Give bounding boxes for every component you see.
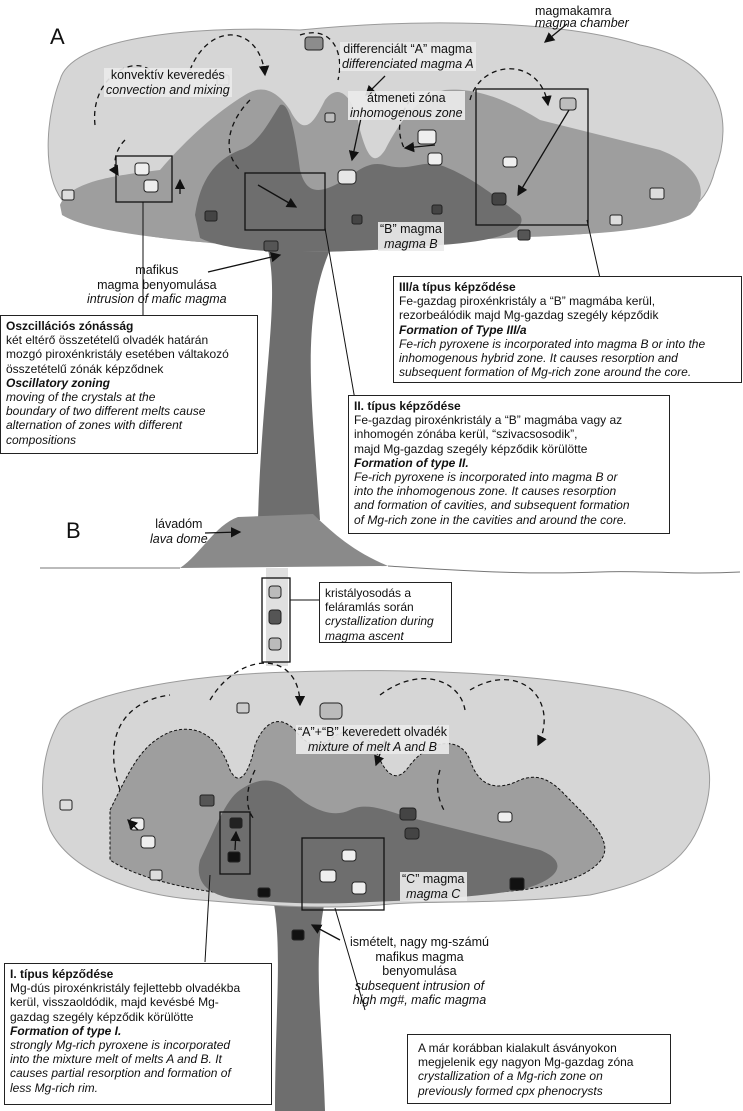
mafic-label-hu2: magma benyomulása [97, 277, 217, 292]
ascent-en2: magma ascent [325, 628, 404, 643]
repeated-intrusion-label: ismételt, nagy mg-számú mafikus magma be… [350, 935, 489, 1008]
dark-magma-b [198, 780, 558, 904]
repeated-l3: benyomulása [382, 964, 457, 978]
type3a-box [475, 88, 589, 226]
magma-c-label-en: magma C [406, 886, 461, 901]
convection-label-hu: konvektív keveredés [110, 68, 225, 82]
oscillatory-line1: két eltérő összetételű olvadék határán [6, 333, 209, 348]
convection-label: konvektív keveredés convection and mixin… [104, 68, 232, 97]
oscillatory-title-hu: Oszcillációs zónásság [6, 319, 134, 333]
mafic-intrusion-label: mafikus magma benyomulása intrusion of m… [87, 263, 227, 307]
panel-b-chamber [40, 514, 741, 1111]
type3a-en1: Fe-rich pyroxene is incorporated into ma… [399, 336, 706, 351]
magma-chamber-label-hu: magmakamra [535, 4, 612, 18]
magma-b-label-hu: “B” magma [380, 222, 442, 236]
differentiated-label: differenciált “A” magma differenciated m… [340, 42, 476, 71]
repeated-en2: high mg#, mafic magma [352, 993, 487, 1007]
ascent-en1: crystallization during [325, 614, 434, 629]
magma-c-label-hu: “C” magma [402, 872, 465, 886]
type2-title-hu: II. típus képződése [354, 399, 461, 413]
oscillatory-en3: alternation of zones with different [6, 418, 183, 433]
mgzone-en2: previously formed cpx phenocrysts [418, 1083, 603, 1098]
mafic-label-hu1: mafikus [135, 263, 179, 277]
type2-box [244, 172, 326, 231]
ascent-l1: kristályosodás a [325, 586, 412, 600]
type1-textbox: I. típus képződése Mg-dús piroxénkristál… [4, 963, 272, 1105]
type1-en2: into the mixture melt of melts A and B. … [10, 1052, 222, 1067]
panel-a-letter: A [50, 24, 65, 49]
mgzone-l1: A már korábban kialakult ásványokon [418, 1041, 617, 1055]
type3a-title-hu: III/a típus képződése [399, 280, 516, 294]
transition-zone-label-hu: átmeneti zóna [367, 91, 446, 105]
type3a-line1: Fe-gazdag piroxénkristály a “B” magmába … [399, 294, 656, 309]
type1-line1: Mg-dús piroxénkristály fejlettebb olvadé… [10, 981, 241, 996]
magma-chamber-label-en: magma chamber [535, 16, 629, 30]
mixture-label: “A”+“B” keveredett olvadék mixture of me… [296, 725, 450, 754]
type1-title-hu: I. típus képződése [10, 967, 114, 981]
type2-en3: and formation of cavities, and subsequen… [354, 498, 630, 513]
type2-line3: majd Mg-gazdag szegély képződik körülött… [354, 441, 588, 456]
mixture-label-en: mixture of melt A and B [308, 739, 438, 754]
type1-box [219, 811, 251, 875]
oscillatory-en2: boundary of two different melts cause [6, 404, 206, 419]
dark-magma-a [195, 104, 522, 252]
differentiated-label-en: differenciated magma A [342, 56, 474, 71]
type1-line2: kerül, visszaoldódik, majd kevésbé Mg- [10, 995, 219, 1010]
lava-dome-label-hu: lávadóm [155, 517, 203, 531]
type1-line3: gazdag szegély képződik körülötte [10, 1009, 194, 1024]
type3a-title-en: Formation of Type III/a [399, 322, 527, 337]
convection-label-en: convection and mixing [106, 82, 230, 97]
oscillatory-en1: moving of the crystals at the [6, 390, 156, 405]
mgzone-textbox: A már korábban kialakult ásványokon megj… [407, 1034, 671, 1104]
lava-dome-label: lávadóm lava dome [150, 517, 208, 546]
differentiated-label-hu: differenciált “A” magma [343, 42, 473, 56]
panel-b-letter: B [66, 518, 81, 543]
type2-title-en: Formation of type II. [354, 455, 469, 470]
repeated-l2: mafikus magma [375, 949, 464, 964]
ascent-l2: feláramlás során [325, 600, 414, 615]
type3a-en2: inhomogenous hybrid zone. It causes reso… [399, 351, 678, 366]
type3a-textbox: III/a típus képződése Fe-gazdag piroxénk… [393, 276, 742, 383]
oscillatory-line3: összetételű zónák képződnek [6, 361, 164, 376]
magma-c-label: “C” magma magma C [400, 872, 467, 901]
type1-en1: strongly Mg-rich pyroxene is incorporate… [10, 1038, 231, 1053]
type2-en4: of Mg-rich zone in the cavities and arou… [354, 512, 627, 527]
oscillatory-en4: compositions [6, 432, 77, 447]
oscillatory-title-en: Oscillatory zoning [6, 375, 111, 390]
oscillatory-line2: mozgó piroxénkristály esetében váltakozó [6, 347, 229, 362]
type1-en3: causes partial resorption and formation … [10, 1066, 231, 1081]
type2-line1: Fe-gazdag piroxénkristály a “B” magmába … [354, 413, 623, 428]
type2-textbox: II. típus képződése Fe-gazdag piroxénkri… [348, 395, 670, 534]
oscillatory-box [115, 155, 173, 203]
oscillatory-textbox: Oszcillációs zónásság két eltérő összeté… [0, 315, 258, 454]
mixture-label-hu: “A”+“B” keveredett olvadék [298, 725, 448, 739]
conduit-a [258, 250, 330, 520]
repeated-l1: ismételt, nagy mg-számú [350, 935, 489, 949]
type2-en1: Fe-rich pyroxene is incorporated into ma… [354, 470, 618, 485]
magma-b-label-en: magma B [384, 236, 438, 251]
mgzone-l2: megjelenik egy nagyon Mg-gazdag zóna [418, 1055, 634, 1070]
type3a-line2: rezorbeálódik majd Mg-gazdag szegély kép… [399, 308, 659, 323]
ascent-textbox: kristályosodás a feláramlás során crysta… [319, 582, 452, 643]
mgzone-en1: crystallization of a Mg-rich zone on [418, 1069, 603, 1084]
mgzone-box [301, 837, 385, 911]
lava-dome-label-en: lava dome [150, 531, 208, 546]
magma-b-label: “B” magma magma B [378, 222, 444, 251]
type2-en2: into the inhomogenous zone. It causes re… [354, 484, 617, 499]
repeated-en1: subsequent intrusion of [354, 978, 485, 993]
transition-zone-label: átmeneti zóna inhomogenous zone [348, 91, 465, 120]
type3a-en3: subsequent formation of Mg-rich zone aro… [399, 365, 692, 380]
type1-en4: less Mg-rich rim. [10, 1080, 99, 1095]
mafic-label-en: intrusion of mafic magma [87, 292, 227, 306]
conduit-b [268, 880, 330, 1111]
type1-title-en: Formation of type I. [10, 1023, 122, 1038]
type2-line2: inhomogén zónába kerül, “szivacsosodik”, [354, 427, 578, 442]
transition-zone-label-en: inhomogenous zone [350, 105, 463, 120]
